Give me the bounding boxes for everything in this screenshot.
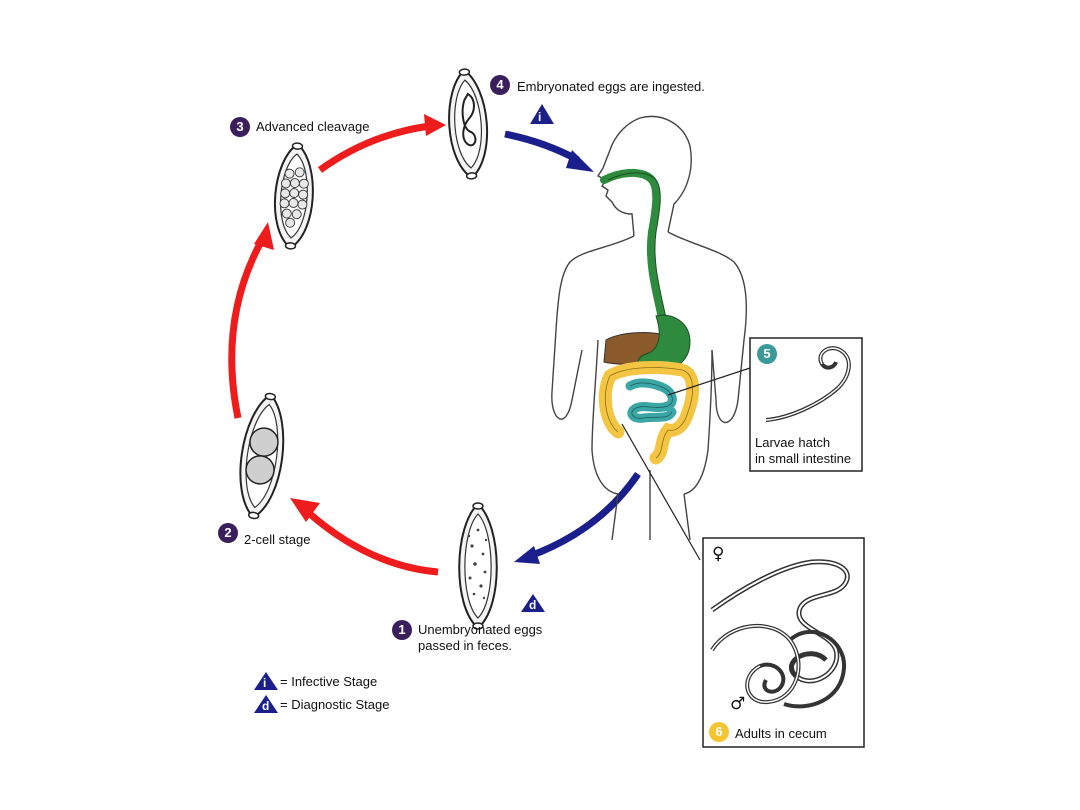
inset-pointers xyxy=(621,367,751,561)
arrowhead-3-to-4 xyxy=(424,114,446,136)
egg-2-cell xyxy=(239,392,285,520)
stage-4-label: Embryonated eggs are ingested. xyxy=(517,79,705,94)
stage-6-number: 6 xyxy=(709,722,729,742)
arrowhead-to-1 xyxy=(514,546,540,564)
legend-infective-triangle xyxy=(254,672,278,690)
stage-3-number: 3 xyxy=(230,117,250,137)
female-symbol: ♀ xyxy=(712,544,725,564)
legend-diagnostic-letter: d xyxy=(262,699,270,713)
stage-6-label: Adults in cecum xyxy=(735,726,827,741)
arrowhead-to-mouth xyxy=(566,150,594,172)
blue-arrowheads xyxy=(514,150,594,564)
arrowhead-1-to-2 xyxy=(290,498,320,522)
arrowhead-2-to-3 xyxy=(254,222,274,250)
legend-infective-text: = Infective Stage xyxy=(280,674,378,689)
stage-3-label: Advanced cleavage xyxy=(256,119,370,134)
small-intestine xyxy=(625,378,677,423)
stage-2-label: 2-cell stage xyxy=(244,532,311,547)
stage-1-label-line-1: Unembryonated eggs xyxy=(418,622,543,637)
arrow-1-to-2 xyxy=(307,511,439,576)
infective-marker-letter: i xyxy=(538,110,542,124)
head-outline xyxy=(596,115,692,237)
esophagus xyxy=(600,169,666,322)
egg-unembryonated xyxy=(458,502,498,630)
arrow-host-to-1 xyxy=(528,472,641,560)
legend-diagnostic-triangle xyxy=(254,695,278,713)
arrow-4-to-mouth xyxy=(504,130,580,164)
stage-1-number: 1 xyxy=(392,620,412,640)
legs-outline xyxy=(611,470,691,541)
stage-5-label-line-1: Larvae hatch xyxy=(755,435,831,450)
stage-2-number: 2 xyxy=(218,523,238,543)
stage-1-label-line-2: passed in feces. xyxy=(418,638,512,653)
arrow-3-to-4 xyxy=(317,122,431,173)
egg-advanced-cleavage xyxy=(273,142,314,250)
legend-diagnostic-text: = Diagnostic Stage xyxy=(280,697,390,712)
human-host xyxy=(551,115,747,541)
infective-marker xyxy=(530,104,554,124)
egg-embryonated xyxy=(448,68,489,180)
pointer-to-adults xyxy=(621,423,701,561)
arrow-2-to-3 xyxy=(228,238,266,419)
torso-outline xyxy=(591,339,713,495)
red-arrows xyxy=(228,122,439,576)
pointer-to-larvae xyxy=(667,367,751,396)
shoulders-outline xyxy=(551,231,747,423)
male-symbol: ♂ xyxy=(730,694,746,714)
diagnostic-marker-letter: d xyxy=(529,598,537,612)
stage-5-number: 5 xyxy=(757,344,777,364)
diagnostic-marker xyxy=(521,594,545,612)
red-arrowheads xyxy=(254,114,446,522)
legend-infective-letter: i xyxy=(263,676,267,690)
digestive-tract xyxy=(598,169,699,465)
inset-adults xyxy=(702,537,865,748)
stage-5-label-line-2: in small intestine xyxy=(755,451,852,466)
stage-4-number: 4 xyxy=(490,75,510,95)
